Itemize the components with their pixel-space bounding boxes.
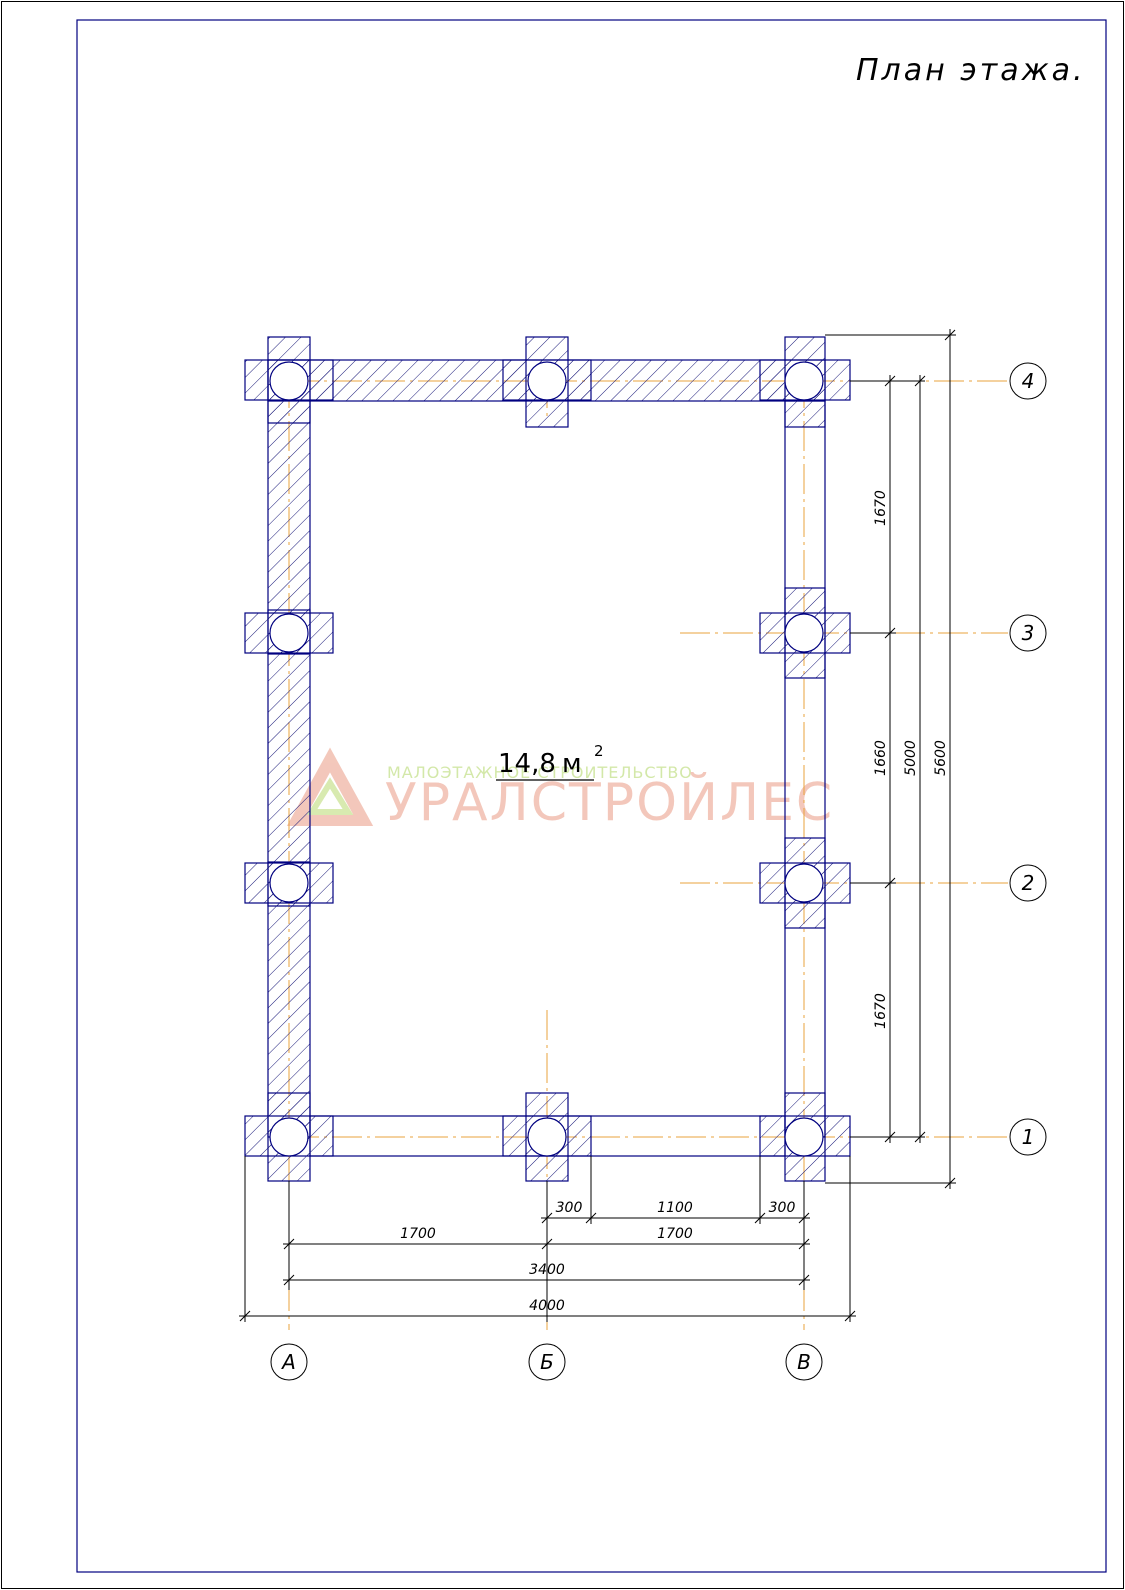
axis-marker-a: [270, 1343, 308, 1381]
column-a4: [244, 336, 334, 424]
room-area-unit: м: [562, 749, 582, 779]
axis-markers-vertical: [270, 1343, 823, 1381]
axis-label-v: В: [797, 1350, 811, 1374]
column-v2: [759, 837, 851, 929]
dim-right-overall: 5600: [933, 740, 949, 776]
dim-bottom-overall: 4000: [529, 1298, 565, 1314]
column-v4: [759, 336, 851, 428]
axis-label-4: 4: [1022, 369, 1035, 393]
dim-right-seg-2-1: 1670: [873, 993, 889, 1029]
dim-bottom-axes-total: 3400: [529, 1262, 565, 1278]
bottom-dimensions: [239, 1156, 856, 1322]
watermark-brand: УРАЛСТРОЙЛЕС: [385, 772, 834, 833]
axis-markers-horizontal: [1009, 362, 1047, 1156]
axis-marker-v: [785, 1343, 823, 1381]
watermark: МАЛОЭТАЖНОЕ СТРОИТЕЛЬСТВО УРАЛСТРОЙЛЕС: [286, 747, 834, 833]
dim-bottom-b-v: 1700: [657, 1226, 693, 1242]
axis-marker-3: [1009, 614, 1047, 652]
axis-label-2: 2: [1022, 871, 1035, 895]
axis-label-a: А: [280, 1350, 296, 1374]
room-area-label: 14,8 м 2: [496, 742, 604, 781]
dim-right-seg-4-3: 1670: [873, 490, 889, 526]
axis-marker-2: [1009, 864, 1047, 902]
dim-right-seg-3-2: 1660: [873, 740, 889, 776]
dim-bottom-a-b: 1700: [400, 1226, 436, 1242]
columns: [244, 336, 851, 1182]
wall-right: [784, 400, 826, 1138]
axis-label-1: 1: [1022, 1125, 1035, 1149]
inner-drawing-frame: [76, 19, 1107, 1573]
room-area-value: 14,8: [498, 749, 556, 779]
column-v1: [759, 1092, 851, 1182]
wall-left: [267, 359, 311, 1138]
axis-marker-b: [528, 1343, 566, 1381]
axis-marker-4: [1009, 362, 1047, 400]
column-a3: [244, 609, 334, 655]
column-v3: [759, 587, 851, 679]
column-b1: [502, 1092, 592, 1182]
dim-bottom-chain-1: 300: [556, 1200, 583, 1216]
axis-label-3: 3: [1022, 621, 1035, 645]
column-a1: [244, 1092, 334, 1182]
axis-lines: [288, 378, 1008, 1330]
room-area-exponent: 2: [594, 742, 604, 760]
right-dimensions: [825, 329, 956, 1189]
axis-label-b: Б: [540, 1350, 554, 1374]
column-b4: [502, 336, 592, 428]
column-a2: [244, 861, 334, 907]
watermark-tagline: МАЛОЭТАЖНОЕ СТРОИТЕЛЬСТВО: [387, 763, 693, 782]
watermark-logo-icon: [286, 747, 374, 826]
dim-right-axes-total: 5000: [903, 740, 919, 776]
dim-bottom-chain-2: 1100: [657, 1200, 693, 1216]
dim-bottom-chain-3: 300: [769, 1200, 796, 1216]
axis-marker-1: [1009, 1118, 1047, 1156]
sheet-title: План этажа.: [856, 53, 1086, 88]
